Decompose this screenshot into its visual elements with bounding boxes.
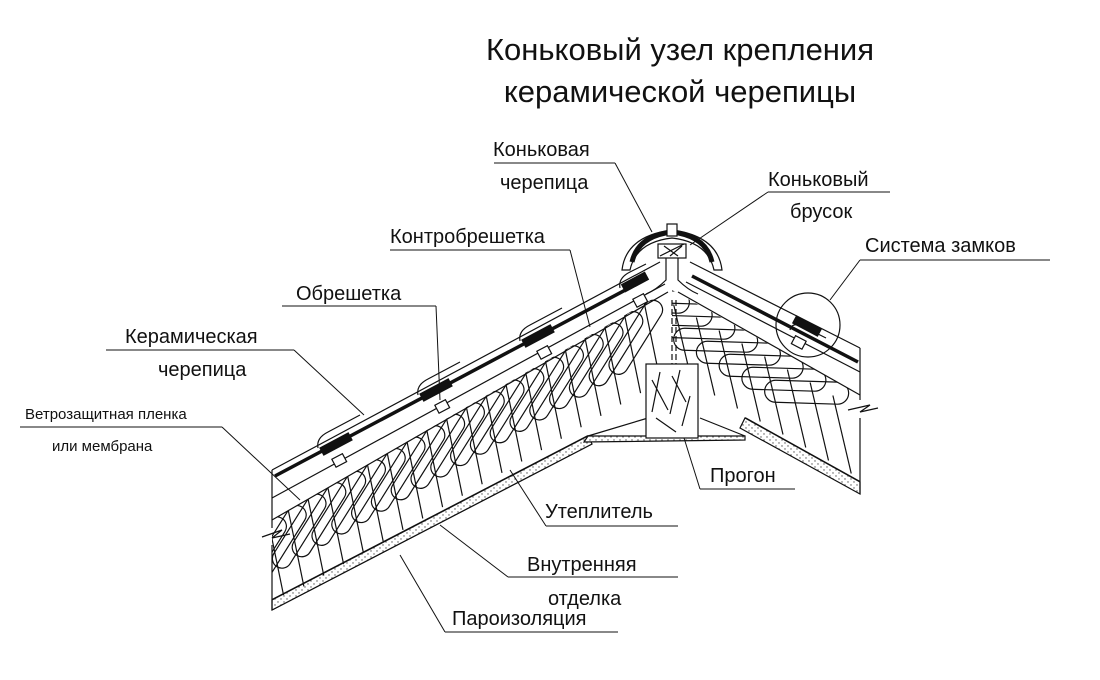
insulation-stroke xyxy=(786,369,807,448)
insulation-roll xyxy=(672,290,690,314)
label-counter-batten: Контробрешетка xyxy=(390,226,546,248)
insulation-roll xyxy=(608,299,664,375)
insulation-roll xyxy=(549,333,604,410)
label-inner-finish-line-2: отделка xyxy=(548,588,622,610)
insulation-stroke xyxy=(287,508,305,588)
insulation-roll xyxy=(272,516,288,592)
label-wind-membrane-line-1: Ветрозащитная пленка xyxy=(25,406,187,423)
leader-lines xyxy=(20,162,1050,633)
insulation-roll xyxy=(741,366,827,392)
label-ceramic-tile-line-2: черепица xyxy=(158,359,247,381)
label-purlin: Прогон xyxy=(710,465,776,487)
label-insulation: Утеплитель xyxy=(545,501,653,523)
label-ridge-beam-line-1: Коньковый xyxy=(768,169,869,191)
insulation-stroke xyxy=(445,417,463,496)
insulation-stroke xyxy=(809,382,830,461)
label-ridge-tile-line-1: Коньковая xyxy=(493,139,590,161)
label-lock-system: Система замков xyxy=(865,235,1016,257)
insulation-roll xyxy=(410,413,466,489)
insulation-roll xyxy=(489,368,545,444)
insulation-roll xyxy=(331,459,387,535)
diagram-title-line-2: керамической черепицы xyxy=(503,74,857,109)
insulation-stroke xyxy=(718,330,739,409)
insulation-stroke xyxy=(584,337,602,417)
insulation-stroke xyxy=(406,440,424,519)
label-vapor-barrier: Пароизоляция xyxy=(452,608,587,630)
insulation-roll xyxy=(509,356,565,432)
insulation-roll xyxy=(568,322,624,398)
insulation-roll xyxy=(351,447,406,524)
insulation-stroke xyxy=(624,314,642,394)
right-insulation xyxy=(672,290,852,474)
right-roof-slope xyxy=(677,261,879,496)
label-batten: Обрешетка xyxy=(296,283,402,305)
insulation-stroke xyxy=(764,356,784,435)
label-inner-finish-line-1: Внутренняя xyxy=(527,554,637,576)
insulation-stroke xyxy=(386,451,404,531)
insulation-roll xyxy=(673,327,759,353)
label-ridge-beam-line-2: брусок xyxy=(790,201,852,223)
insulation-roll xyxy=(272,504,307,581)
insulation-roll xyxy=(529,345,585,421)
insulation-stroke xyxy=(307,497,325,576)
insulation-roll xyxy=(588,311,644,387)
insulation-roll xyxy=(430,402,486,478)
insulation-stroke xyxy=(327,485,345,565)
insulation-roll xyxy=(370,436,426,512)
labels: Коньковая черепица Коньковый брусок Сист… xyxy=(25,139,1016,630)
diagram-title-line-1: Коньковый узел крепления xyxy=(485,32,875,67)
insulation-stroke xyxy=(346,474,364,553)
insulation-roll xyxy=(291,482,347,558)
insulation-stroke xyxy=(465,406,483,485)
purlin xyxy=(645,300,699,439)
insulation-stroke xyxy=(426,428,444,508)
insulation-roll xyxy=(718,353,804,379)
insulation-roll xyxy=(672,314,736,340)
insulation-stroke xyxy=(544,360,562,439)
insulation-stroke xyxy=(505,383,523,462)
insulation-stroke xyxy=(695,317,716,396)
insulation-stroke xyxy=(604,326,622,405)
insulation-roll xyxy=(764,379,850,405)
insulation-roll xyxy=(695,340,781,366)
insulation-roll xyxy=(390,425,446,501)
label-ceramic-tile-line-1: Керамическая xyxy=(125,326,258,348)
label-wind-membrane-line-2: или мембрана xyxy=(52,438,153,455)
insulation-roll xyxy=(272,493,327,569)
insulation-stroke xyxy=(366,463,384,542)
insulation-stroke xyxy=(741,343,761,422)
insulation-roll xyxy=(311,470,367,546)
insulation-roll xyxy=(469,379,525,455)
label-ridge-tile-line-2: черепица xyxy=(500,172,589,194)
insulation-roll xyxy=(672,301,713,327)
left-ceramic-tiles xyxy=(317,263,650,469)
insulation-stroke xyxy=(564,349,582,428)
insulation-stroke xyxy=(485,394,503,474)
insulation-stroke xyxy=(525,371,543,451)
insulation-roll xyxy=(450,390,505,467)
insulation-stroke xyxy=(272,520,285,599)
insulation-stroke xyxy=(832,395,852,474)
